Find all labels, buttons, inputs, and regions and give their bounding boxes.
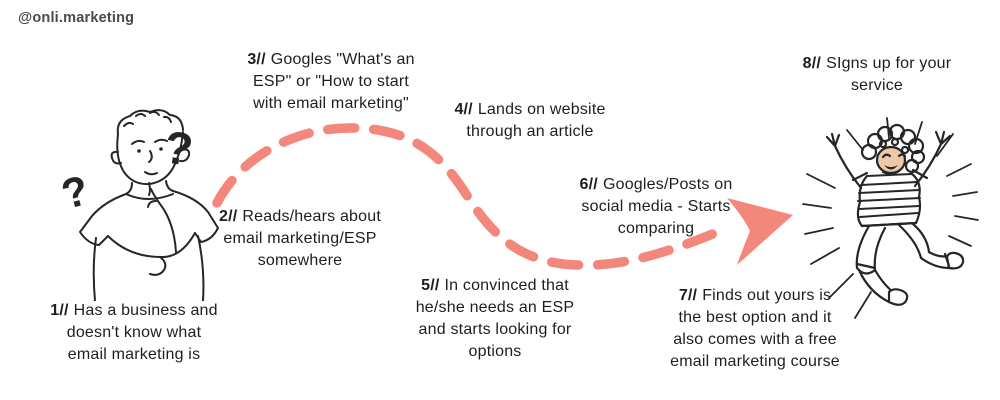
step-number: 3// <box>247 51 266 68</box>
step-number: 8// <box>802 55 822 72</box>
radiating-lines <box>802 117 979 319</box>
step-text: Has a business and <box>73 302 218 319</box>
step-text: comparing <box>617 220 695 237</box>
step-8-label: 8//SIgns up for your service <box>803 53 952 97</box>
step-text: SIgns up for your <box>826 55 952 72</box>
step-text: email marketing/ESP <box>223 230 377 247</box>
watermark-handle: @onli.marketing <box>18 10 135 26</box>
journey-arrowhead <box>727 198 793 265</box>
question-mark-icon: ? <box>57 166 94 218</box>
step-6-label: 6//Googles/Posts on social media - Start… <box>580 174 733 240</box>
step-text: service <box>850 77 904 94</box>
step-number: 6// <box>579 176 598 193</box>
step-2-label: 2//Reads/hears about email marketing/ESP… <box>219 206 381 272</box>
step-text: email marketing is <box>67 346 201 363</box>
step-number: 1// <box>50 302 69 319</box>
step-5-label: 5//In convinced that he/she needs an ESP… <box>416 275 575 363</box>
step-text: with email marketing" <box>253 95 409 112</box>
step-text: Googles "What's an <box>270 51 415 68</box>
step-text: he/she needs an ESP <box>415 299 575 316</box>
journey-path <box>212 123 725 270</box>
step-text: Lands on website <box>477 101 606 118</box>
step-text: social media - Starts <box>581 198 731 215</box>
step-number: 7// <box>678 287 698 304</box>
step-7-label: 7//Finds out yours is the best option an… <box>670 285 840 373</box>
step-1-label: 1//Has a business and doesn't know what … <box>50 300 218 366</box>
step-3-label: 3//Googles "What's an ESP" or "How to st… <box>247 49 414 115</box>
step-text: through an article <box>466 123 594 140</box>
step-text: options <box>468 343 522 360</box>
question-mark-icon: ? <box>161 120 197 176</box>
step-text: and starts looking for <box>418 321 572 338</box>
step-text: ESP" or "How to start <box>252 73 410 90</box>
step-text: doesn't know what <box>66 324 202 341</box>
step-text: Finds out yours is <box>702 287 832 304</box>
step-number: 5// <box>421 277 440 294</box>
step-text: also comes with a free <box>673 331 837 348</box>
step-number: 2// <box>219 208 238 225</box>
step-text: Reads/hears about <box>242 208 381 225</box>
step-text: the best option and it <box>678 309 832 326</box>
step-text: email marketing course <box>670 353 840 370</box>
step-4-label: 4//Lands on website through an article <box>454 99 605 143</box>
step-number: 4// <box>454 101 473 118</box>
step-text: Googles/Posts on <box>602 176 733 193</box>
step-text: In convinced that <box>444 277 569 294</box>
step-text: somewhere <box>257 252 343 269</box>
celebrating-person-illustration <box>802 117 979 319</box>
thinking-person-illustration: ? ? <box>57 109 219 301</box>
